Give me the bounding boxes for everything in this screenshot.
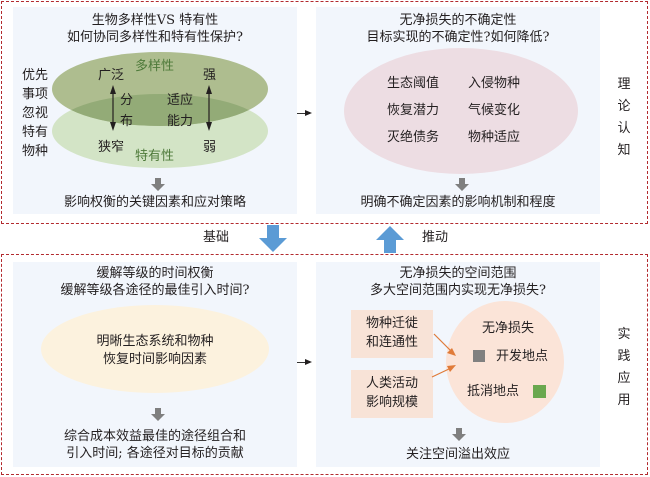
distribution-narrow-label: 狭窄 — [98, 140, 125, 155]
q2-title-line2: 目标实现的不确定性?如何降低? — [366, 30, 550, 45]
offset-site-label: 抵消地点 — [467, 384, 520, 399]
factor-invasive-species: 入侵物种 — [468, 76, 521, 91]
endemism-label: 特有性 — [135, 149, 175, 164]
factor-species-adaptation: 物种适应 — [468, 130, 521, 145]
distribution-wide-label: 广泛 — [98, 68, 125, 83]
side-note-line: 物种 — [21, 144, 48, 159]
side-label-char: 应 — [617, 371, 631, 386]
q3-conclusion-line2: 引入时间; 各途径对目标的贡献 — [66, 446, 244, 461]
development-site-label: 开发地点 — [496, 349, 549, 364]
side-label-char: 践 — [617, 349, 631, 364]
q1-title-line2: 如何协同多样性和特有性保护? — [67, 30, 243, 45]
adaptability-strong-label: 强 — [203, 68, 217, 83]
uncertainty-factors-ellipse — [344, 48, 578, 174]
adaptability-label-2: 能力 — [167, 114, 194, 129]
side-label-char: 论 — [617, 99, 631, 114]
down-arrow-icon — [452, 428, 466, 441]
diversity-label: 多样性 — [135, 59, 175, 74]
q3-ellipse-line1: 明晰生态系统和物种 — [96, 334, 214, 349]
side-note-line: 优先 — [21, 68, 48, 83]
offset-site-marker — [533, 385, 546, 398]
q3-title-line2: 缓解等级各途径的最佳引入时间? — [60, 283, 250, 298]
circle-title: 无净损失 — [482, 321, 535, 336]
q1-conclusion: 影响权衡的关键因素和应对策略 — [63, 195, 246, 210]
side-label-char: 实 — [617, 327, 631, 342]
adaptability-label-1: 适应 — [167, 93, 194, 108]
diversity-endemism-venn — [52, 52, 268, 168]
human-activity-line1: 人类活动 — [365, 376, 418, 391]
priority-side-note: 优先 事项 忽视 特有 物种 — [20, 66, 50, 161]
q4-conclusion: 关注空间溢出效应 — [405, 447, 510, 462]
q3-ellipse-line2: 恢复时间影响因素 — [102, 352, 207, 367]
side-label-char: 知 — [617, 143, 631, 158]
development-site-marker — [473, 350, 485, 362]
drive-up-arrow-icon — [376, 226, 404, 253]
factor-climate-change: 气候变化 — [468, 103, 521, 118]
migration-line2: 和连通性 — [365, 335, 418, 350]
down-arrow-icon — [151, 178, 165, 191]
adaptability-axis-arrow — [206, 85, 212, 131]
distribution-label-2: 布 — [120, 114, 134, 129]
human-activity-line2: 影响规模 — [365, 395, 418, 410]
side-note-line: 事项 — [21, 87, 48, 102]
practice-application-label: 实 践 应 用 — [616, 324, 632, 412]
drive-label: 推动 — [422, 230, 449, 245]
q4-title-line1: 无净损失的空间范围 — [399, 266, 517, 281]
foundation-down-arrow-icon — [259, 225, 287, 252]
q3-conclusion-line1: 综合成本效益最佳的途径组合和 — [63, 429, 246, 444]
side-label-char: 用 — [617, 393, 631, 408]
factor-recovery-potential: 恢复潜力 — [387, 103, 440, 118]
q4-title-line2: 多大空间范围内实现无净损失? — [370, 283, 546, 298]
q1-title-line1: 生物多样性VS 特有性 — [91, 13, 219, 28]
factor-extinction-debt: 灭绝债务 — [387, 130, 440, 145]
q2-title-line1: 无净损失的不确定性 — [399, 13, 517, 28]
factor-ecological-threshold: 生态阈值 — [387, 76, 440, 91]
q3-title-line1: 缓解等级的时间权衡 — [96, 266, 214, 281]
distribution-axis-arrow — [110, 85, 116, 131]
human-activity-box — [351, 370, 433, 418]
migration-line1: 物种迁徙 — [365, 316, 418, 331]
flow-arrow-icon — [297, 359, 312, 365]
overlap-region — [52, 94, 268, 126]
foundation-label: 基础 — [203, 230, 230, 245]
side-note-line: 特有 — [21, 125, 48, 140]
influence-arrows — [431, 333, 456, 378]
adaptability-weak-label: 弱 — [203, 140, 217, 155]
migration-arrow — [433, 333, 453, 353]
down-arrow-icon — [151, 408, 165, 421]
migration-connectivity-box — [351, 310, 433, 358]
recovery-factors-ellipse — [41, 305, 269, 393]
side-label-char: 理 — [617, 77, 631, 92]
practice-panel — [1, 254, 648, 475]
flow-arrow-icon — [297, 110, 312, 116]
q2-conclusion: 明确不确定因素的影响机制和程度 — [360, 195, 556, 210]
theory-panel — [1, 1, 648, 224]
distribution-label-1: 分 — [120, 93, 134, 108]
side-note-line: 忽视 — [21, 106, 48, 121]
theory-cognition-label: 理 论 认 知 — [616, 74, 632, 162]
side-label-char: 认 — [617, 121, 631, 136]
down-arrow-icon — [455, 178, 469, 191]
human-activity-arrow — [431, 367, 452, 378]
